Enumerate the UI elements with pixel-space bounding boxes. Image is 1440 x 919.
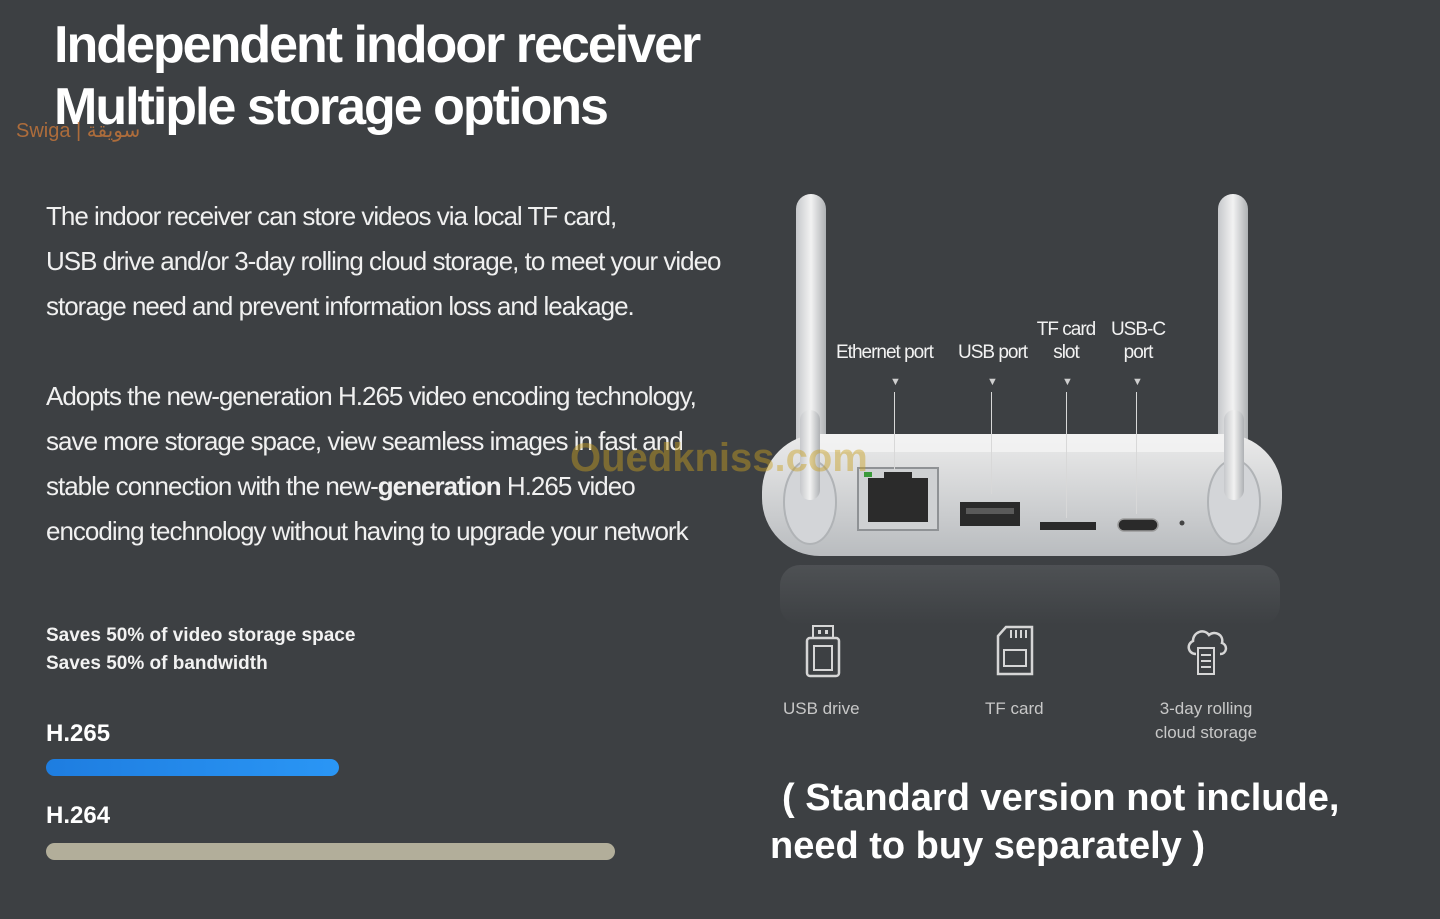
device-reflection xyxy=(780,565,1280,625)
label-usbc-line1: USB-C xyxy=(1110,319,1166,340)
ouedkniss-watermark: Ouedkniss.com xyxy=(570,436,868,480)
paragraph2-line3-post: H.265 video xyxy=(500,471,636,501)
arrow-down-icon: ▼ xyxy=(1062,376,1073,388)
receiver-device-illustration xyxy=(762,194,1282,625)
arrow-down-icon: ▼ xyxy=(890,376,901,388)
title-line-2: Multiple storage options xyxy=(54,78,609,136)
storage-cloud-line1: 3-day rolling xyxy=(1159,699,1253,718)
storage-usb-drive: USB drive xyxy=(783,699,860,718)
codec-label-h265: H.265 xyxy=(46,720,111,747)
leader-line-usb xyxy=(991,392,992,494)
swiga-watermark: Swiga | سويقة xyxy=(16,120,141,142)
codec-label-h264: H.264 xyxy=(46,802,111,829)
leader-line-tf xyxy=(1066,392,1067,518)
storage-cloud-line2: cloud storage xyxy=(1154,723,1258,742)
paragraph1-line1: The indoor receiver can store videos via… xyxy=(46,201,617,231)
tf-card-icon xyxy=(996,625,1034,676)
encoding-description: Adopts the new-generation H.265 video en… xyxy=(46,374,786,554)
page-title: Independent indoor receiver Multiple sto… xyxy=(54,14,701,138)
paragraph2-line2: save more storage space, view seamless i… xyxy=(46,426,684,456)
label-usb-port: USB port xyxy=(958,342,1028,363)
label-tf-line2: slot xyxy=(1053,342,1080,363)
leader-line-usbc xyxy=(1136,392,1137,514)
accessory-note: ( Standard version not include, need to … xyxy=(770,774,1339,870)
label-tf-line1: TF card xyxy=(1036,319,1096,340)
note-line2: need to buy separately ) xyxy=(770,825,1206,867)
storage-cloud: 3-day rolling cloud storage xyxy=(1148,697,1264,745)
paragraph2-line4: encoding technology without having to up… xyxy=(46,516,689,546)
label-tf-card-slot: TF card slot xyxy=(1036,318,1096,364)
usb-drive-icon xyxy=(805,625,841,678)
storage-description: The indoor receiver can store videos via… xyxy=(46,194,786,329)
note-line1: ( Standard version not include, xyxy=(782,777,1340,819)
usbc-port xyxy=(1117,518,1159,532)
savings-bandwidth: Saves 50% of bandwidth xyxy=(46,653,268,674)
label-usbc-port: USB-C port xyxy=(1110,318,1166,364)
savings-storage: Saves 50% of video storage space xyxy=(46,625,356,646)
paragraph2-line3-bold: generation xyxy=(377,471,502,501)
codec-bar-h264 xyxy=(46,843,615,860)
indicator-dot xyxy=(1179,520,1185,526)
title-line-1: Independent indoor receiver xyxy=(54,16,701,74)
arrow-down-icon: ▼ xyxy=(1132,376,1143,388)
cloud-storage-icon xyxy=(1187,630,1228,675)
leader-line-ethernet xyxy=(894,392,895,470)
label-usbc-line2: port xyxy=(1123,342,1154,363)
storage-tf-card: TF card xyxy=(985,699,1044,718)
tf-card-slot xyxy=(1040,522,1096,530)
codec-bar-h265 xyxy=(46,759,339,776)
arrow-down-icon: ▼ xyxy=(987,376,998,388)
paragraph1-line3: storage need and prevent information los… xyxy=(46,291,635,321)
paragraph2-line3-pre: stable connection with the new- xyxy=(46,471,379,501)
paragraph2-line1: Adopts the new-generation H.265 video en… xyxy=(46,381,697,411)
paragraph1-line2: USB drive and/or 3-day rolling cloud sto… xyxy=(46,246,721,276)
savings-summary: Saves 50% of video storage space Saves 5… xyxy=(46,622,355,678)
label-ethernet-port: Ethernet port xyxy=(836,342,934,363)
